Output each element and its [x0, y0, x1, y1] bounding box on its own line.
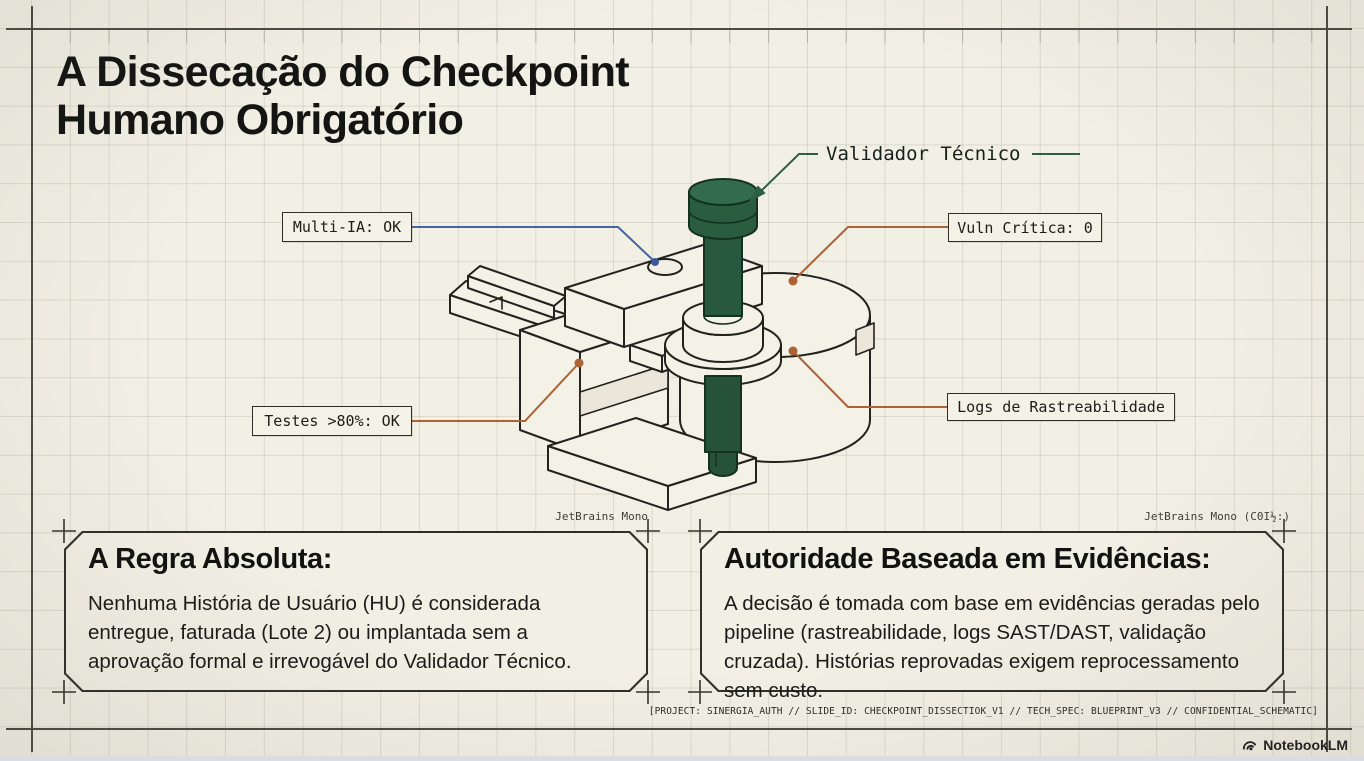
frame-left-line [31, 6, 33, 752]
leader-logs [788, 346, 947, 408]
callout-vuln-critica: Vuln Crítica: 0 [948, 213, 1102, 242]
callout-logs: Logs de Rastreabilidade [947, 393, 1175, 421]
leader-vuln [788, 226, 948, 286]
brand-label: NotebookLM [1263, 736, 1348, 753]
leader-multi-ia [412, 226, 659, 266]
frame-bottom-line [6, 728, 1352, 730]
footer-metadata: [PROJECT: SINERGIA_AUTH // SLIDE_ID: CHE… [648, 706, 1318, 717]
notebooklm-icon [1243, 741, 1257, 751]
card-right-caption: JetBrains Mono (C0I½:) [1144, 510, 1290, 523]
card-regra-absoluta: A Regra Absoluta: Nenhuma História de Us… [64, 531, 648, 692]
card-left-heading: A Regra Absoluta: [88, 543, 333, 575]
card-surface [66, 533, 646, 690]
validator-bolt [688, 178, 758, 477]
title-line-1: A Dissecação do Checkpoint [56, 48, 630, 96]
card-autoridade-evidencias: Autoridade Baseada em Evidências: A deci… [700, 531, 1284, 702]
title-line-2: Humano Obrigatório [56, 96, 464, 145]
bottom-edge-strip [0, 756, 1364, 761]
card-right-body: A decisão é tomada com base em evidência… [724, 592, 1260, 703]
callout-validador-label: Validador Técnico [826, 143, 1021, 165]
leader-testes [412, 358, 584, 422]
leader-validador [748, 153, 1080, 203]
callout-multi-ia: Multi-IA: OK [282, 212, 412, 242]
ruler-ticks [31, 29, 1326, 43]
page-title: A Dissecação do Checkpoint Humano Obriga… [56, 48, 756, 144]
card-right-heading: Autoridade Baseada em Evidências: [724, 543, 1211, 575]
notebooklm-brand: NotebookLM [1241, 736, 1348, 753]
card-surface [702, 533, 1282, 690]
card-corner-marks [52, 519, 1296, 704]
frame-top-line [6, 28, 1352, 30]
card-left-body: Nenhuma História de Usuário (HU) é consi… [88, 592, 572, 674]
card-left-caption: JetBrains Mono [555, 510, 648, 523]
callout-testes: Testes >80%: OK [252, 406, 412, 436]
frame-right-line [1326, 6, 1328, 752]
